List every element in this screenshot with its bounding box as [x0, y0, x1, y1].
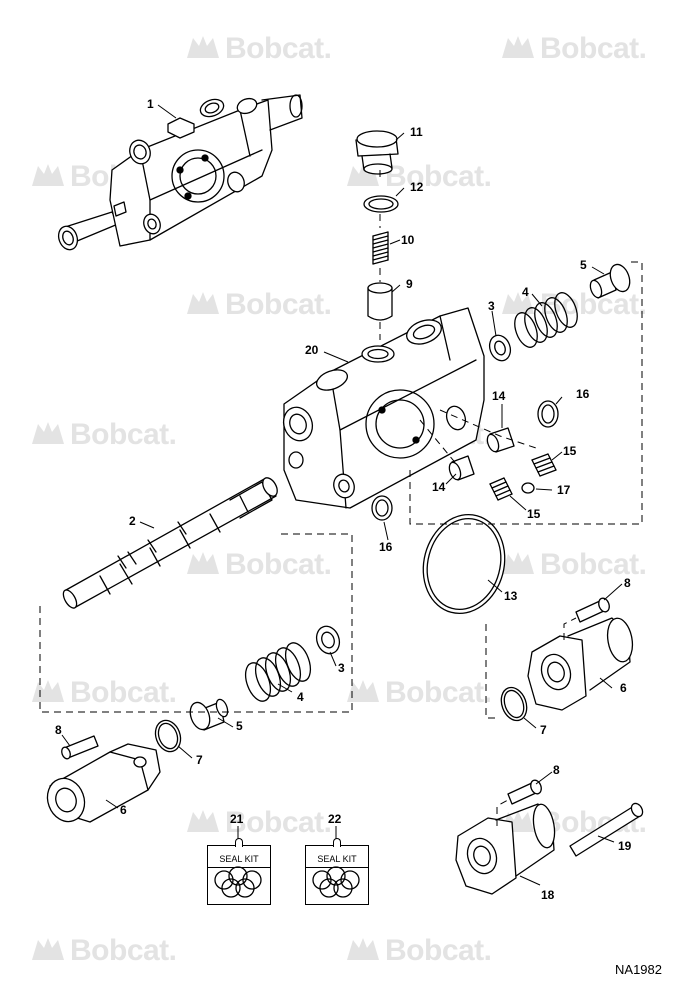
bobcat-logo-icon — [185, 288, 221, 318]
spring-retainer — [189, 698, 229, 731]
detent-housing — [455, 803, 556, 895]
callout-1: 1 — [147, 97, 154, 111]
callout-2: 2 — [129, 514, 136, 528]
callout-15: 15 — [527, 507, 541, 521]
cap-screw — [575, 597, 610, 623]
bobcat-logo-icon — [185, 806, 221, 836]
plug — [521, 482, 535, 494]
callout-5: 5 — [236, 719, 243, 733]
watermark: Bobcat. — [30, 418, 177, 452]
callout-3: 3 — [488, 299, 495, 313]
set-screw — [531, 453, 557, 477]
watermark: Bobcat. — [345, 676, 492, 710]
poppet — [367, 282, 393, 321]
sleeve — [448, 455, 475, 481]
callout-3: 3 — [338, 661, 345, 675]
bobcat-logo-icon — [345, 676, 381, 706]
o-ring — [371, 495, 393, 521]
bobcat-logo-icon — [30, 160, 66, 190]
watermark: Bobcat. — [345, 934, 492, 968]
spool-end-cap — [46, 743, 161, 823]
watermark: Bobcat. — [185, 806, 332, 840]
callout-16: 16 — [379, 540, 393, 554]
callout-21: 21 — [230, 812, 244, 826]
bobcat-logo-icon — [500, 32, 536, 62]
callout-22: 22 — [328, 812, 342, 826]
callout-8: 8 — [624, 576, 631, 590]
callout-14: 14 — [432, 480, 446, 494]
spring — [372, 231, 389, 265]
callout-11: 11 — [410, 125, 423, 139]
rod — [569, 802, 644, 857]
o-ring — [537, 400, 559, 428]
leader-lines — [61, 104, 623, 886]
set-screw — [489, 477, 513, 501]
callout-4: 4 — [522, 285, 529, 299]
valve-section-housing — [282, 307, 485, 509]
callout-9: 9 — [406, 277, 413, 291]
callout-6: 6 — [120, 803, 127, 817]
o-ring — [500, 686, 528, 722]
bobcat-logo-icon — [500, 288, 536, 318]
callout-8: 8 — [553, 763, 560, 777]
callout-17: 17 — [557, 483, 571, 497]
watermark: Bobcat. — [500, 32, 647, 66]
callout-10: 10 — [401, 233, 415, 247]
callout-5: 5 — [580, 258, 587, 272]
callout-14: 14 — [492, 389, 506, 403]
spool-end-cap — [527, 617, 634, 711]
callout-4: 4 — [297, 690, 304, 704]
callout-18: 18 — [541, 888, 555, 902]
bobcat-logo-icon — [500, 548, 536, 578]
spool-spring — [244, 642, 312, 702]
callout-16: 16 — [576, 387, 590, 401]
callout-15: 15 — [563, 444, 577, 458]
callout-19: 19 — [618, 839, 632, 853]
bobcat-logo-icon — [185, 548, 221, 578]
callout-6: 6 — [620, 681, 627, 695]
watermark: Bobcat. — [500, 548, 647, 582]
spring-seat — [315, 625, 341, 655]
callout-8: 8 — [55, 723, 62, 737]
cap-screw — [61, 735, 99, 760]
watermark: Bobcat. — [185, 288, 332, 322]
seal-kit-label: SEAL KIT — [208, 854, 270, 868]
callout-12: 12 — [410, 180, 424, 194]
seal-kit-box: SEAL KIT — [207, 838, 271, 905]
callout-20: 20 — [305, 343, 319, 357]
bobcat-logo-icon — [30, 418, 66, 448]
watermark: Bobcat. — [185, 548, 332, 582]
watermark: Bobcat. — [30, 934, 177, 968]
o-ring — [363, 195, 399, 213]
spring-seat — [488, 334, 512, 362]
drawing-code: NA1982 — [615, 962, 662, 977]
hang-tab — [333, 838, 341, 847]
cap-screw — [507, 779, 542, 805]
o-ring — [154, 719, 182, 753]
bobcat-logo-icon — [185, 32, 221, 62]
assembly-lines — [39, 170, 643, 826]
spring-retainer — [589, 263, 631, 299]
watermark: Bobcat. — [185, 32, 332, 66]
bobcat-logo-icon — [30, 934, 66, 964]
callout-13: 13 — [504, 589, 518, 603]
seal-kit-box: SEAL KIT — [305, 838, 369, 905]
callout-7: 7 — [540, 723, 547, 737]
callout-7: 7 — [196, 753, 203, 767]
seal-kit-label: SEAL KIT — [306, 854, 368, 868]
large-o-ring — [422, 513, 506, 615]
plug — [355, 130, 399, 175]
hang-tab — [235, 838, 243, 847]
valve-section-assembly — [57, 94, 303, 251]
bobcat-logo-icon — [345, 934, 381, 964]
spool — [62, 477, 278, 609]
